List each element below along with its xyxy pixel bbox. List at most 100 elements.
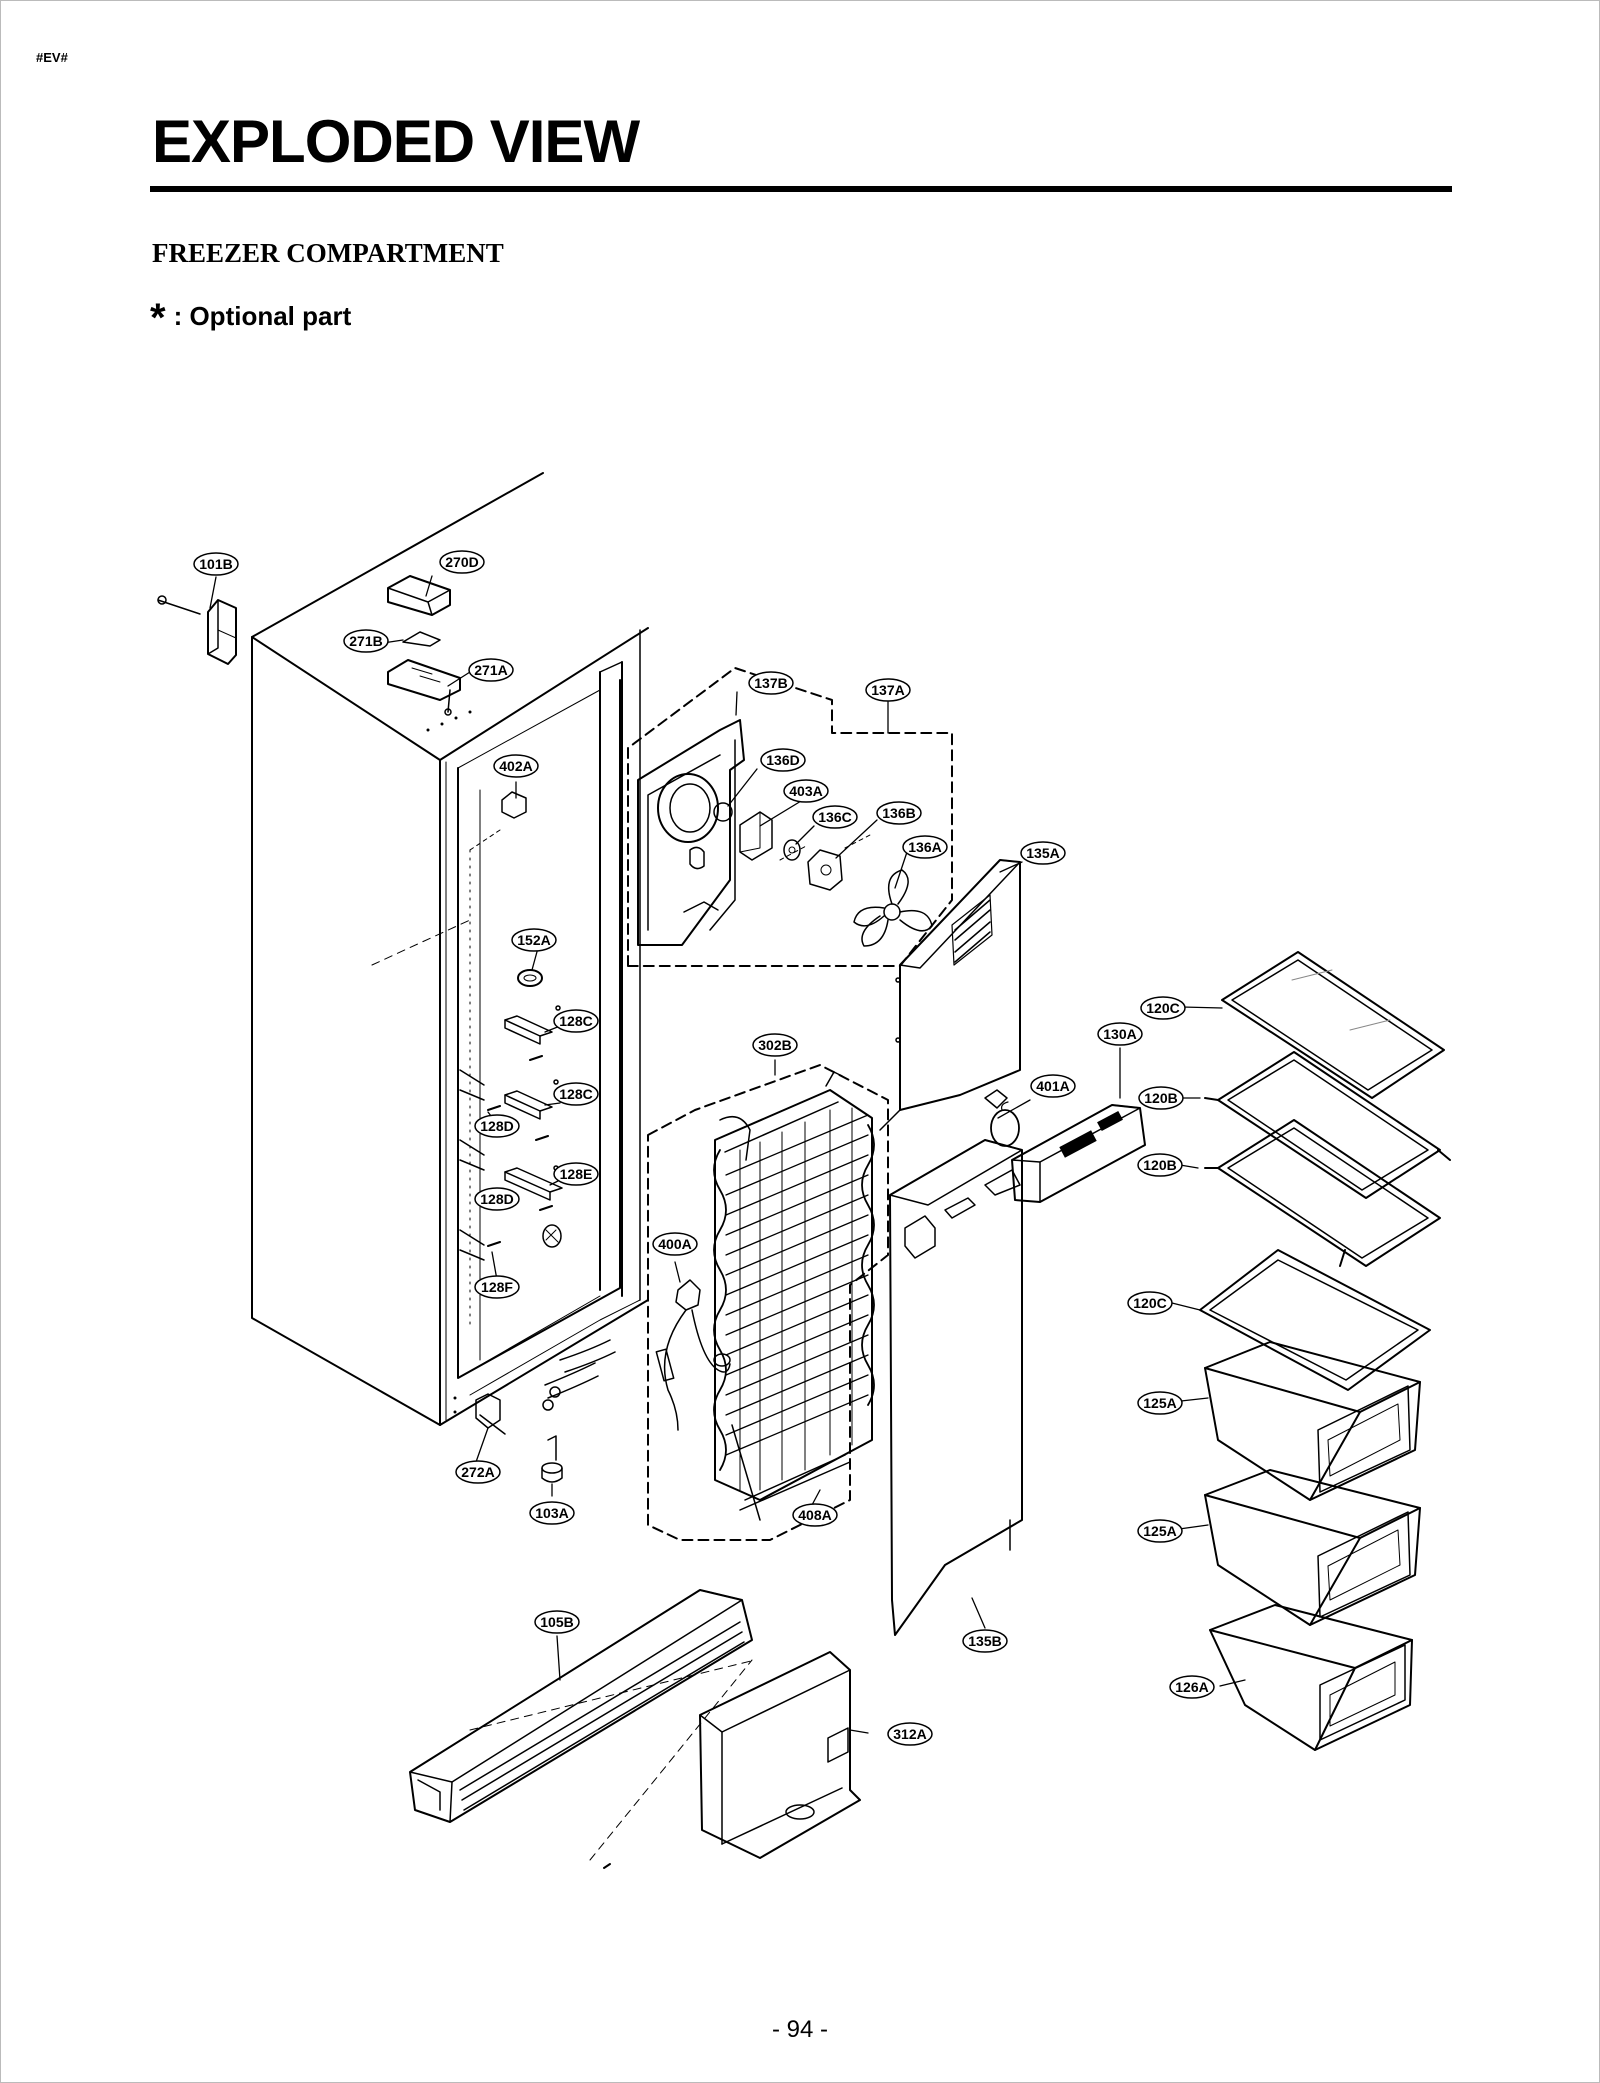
callout-label: 401A	[1036, 1078, 1069, 1094]
callout-271a: 271A	[468, 658, 514, 682]
callout-label: 128C	[559, 1086, 592, 1102]
callout-128d-2: 128D	[474, 1187, 520, 1211]
callout-oval	[553, 1082, 599, 1106]
callout-label: 136B	[882, 805, 915, 821]
callout-152a: 152A	[511, 928, 557, 952]
callout-oval	[1127, 1291, 1173, 1315]
evaporator-upper-cover	[879, 859, 1021, 1131]
callout-oval	[343, 629, 389, 653]
callout-120b-2: 120B	[1137, 1153, 1183, 1177]
callout-oval	[553, 1162, 599, 1186]
callout-label: 403A	[789, 783, 822, 799]
callout-label: 136A	[908, 839, 941, 855]
callout-402a: 402A	[493, 754, 539, 778]
callout-128d-1: 128D	[474, 1114, 520, 1138]
callout-135b: 135B	[962, 1629, 1008, 1653]
page-title: EXPLODED VIEW	[152, 108, 640, 175]
callout-oval	[1169, 1675, 1215, 1699]
callout-oval	[652, 1232, 698, 1256]
fan-duct-assembly	[627, 667, 953, 967]
callout-137b: 137B	[748, 671, 794, 695]
callout-label: 312A	[893, 1726, 926, 1742]
callout-128e: 128E	[553, 1162, 599, 1186]
callout-label: 103A	[535, 1505, 568, 1521]
callout-label: 120B	[1143, 1157, 1176, 1173]
callout-125a-1: 125A	[1137, 1391, 1183, 1415]
callout-137a: 137A	[865, 678, 911, 702]
callout-101b: 101B	[193, 552, 239, 576]
drain-cover	[699, 1651, 861, 1859]
callout-128c-1: 128C	[553, 1009, 599, 1033]
freezer-baskets	[1204, 1341, 1421, 1751]
callout-label: 128D	[480, 1118, 513, 1134]
document-tag: #EV#	[36, 50, 68, 65]
callout-oval	[1137, 1391, 1183, 1415]
callout-401a: 401A	[1030, 1074, 1076, 1098]
callout-135a: 135A	[1020, 841, 1066, 865]
callout-120b-1: 120B	[1138, 1086, 1184, 1110]
callout-label: 130A	[1103, 1026, 1136, 1042]
callout-oval	[748, 671, 794, 695]
callout-oval	[876, 801, 922, 825]
callout-label: 152A	[517, 932, 550, 948]
callout-label: 270D	[445, 554, 478, 570]
callout-oval	[534, 1610, 580, 1634]
callout-136d: 136D	[760, 748, 806, 772]
callout-label: 136D	[766, 752, 799, 768]
callout-oval	[792, 1503, 838, 1527]
part-callouts: 101B 270D 271B 271A 137B 137A 402A 136D 403A 136C…	[193, 550, 1215, 1746]
callout-label: 137B	[754, 675, 787, 691]
callout-oval	[752, 1033, 798, 1057]
callout-oval	[1137, 1519, 1183, 1543]
callout-271b: 271B	[343, 629, 389, 653]
callout-oval	[1138, 1086, 1184, 1110]
callout-120c-2: 120C	[1127, 1291, 1173, 1315]
callout-label: 101B	[199, 556, 232, 572]
callout-oval	[193, 552, 239, 576]
page-number: - 94 -	[771, 2016, 828, 2043]
legend-symbol: *	[150, 296, 166, 340]
callout-128c-2: 128C	[553, 1082, 599, 1106]
callout-label: 120C	[1133, 1295, 1166, 1311]
callout-label: 271A	[474, 662, 507, 678]
callout-label: 126A	[1175, 1679, 1208, 1695]
callout-oval	[455, 1460, 501, 1484]
callout-400a: 400A	[652, 1232, 698, 1256]
callout-oval	[553, 1009, 599, 1033]
callout-oval	[439, 550, 485, 574]
callout-105b: 105B	[534, 1610, 580, 1634]
callout-label: 402A	[499, 758, 532, 774]
callout-oval	[529, 1501, 575, 1525]
callout-oval	[474, 1275, 520, 1299]
callout-label: 128E	[560, 1166, 593, 1182]
callout-oval	[468, 658, 514, 682]
callout-oval	[511, 928, 557, 952]
callout-oval	[1097, 1022, 1143, 1046]
callout-oval	[812, 805, 858, 829]
callout-408a: 408A	[792, 1503, 838, 1527]
callout-312a: 312A	[887, 1722, 933, 1746]
callout-oval	[887, 1722, 933, 1746]
callout-oval	[902, 835, 948, 859]
callout-oval	[1030, 1074, 1076, 1098]
callout-128f: 128F	[474, 1275, 520, 1299]
callout-125a-2: 125A	[1137, 1519, 1183, 1543]
section-title: FREEZER COMPARTMENT	[152, 238, 504, 268]
callout-label: 128C	[559, 1013, 592, 1029]
callout-label: 272A	[461, 1464, 494, 1480]
callout-136a: 136A	[902, 835, 948, 859]
callout-label: 136C	[818, 809, 851, 825]
callout-label: 135B	[968, 1633, 1001, 1649]
callout-label: 125A	[1143, 1395, 1176, 1411]
callout-136c: 136C	[812, 805, 858, 829]
callout-label: 400A	[658, 1236, 691, 1252]
upper-hinge-parts	[387, 575, 461, 716]
callout-label: 408A	[798, 1507, 831, 1523]
callout-oval	[783, 779, 829, 803]
callout-oval	[760, 748, 806, 772]
evaporator-lower-cover	[889, 1139, 1023, 1636]
callout-136b: 136B	[876, 801, 922, 825]
callout-label: 271B	[349, 633, 382, 649]
callout-leader-lines	[209, 575, 1246, 1734]
callout-oval	[474, 1187, 520, 1211]
